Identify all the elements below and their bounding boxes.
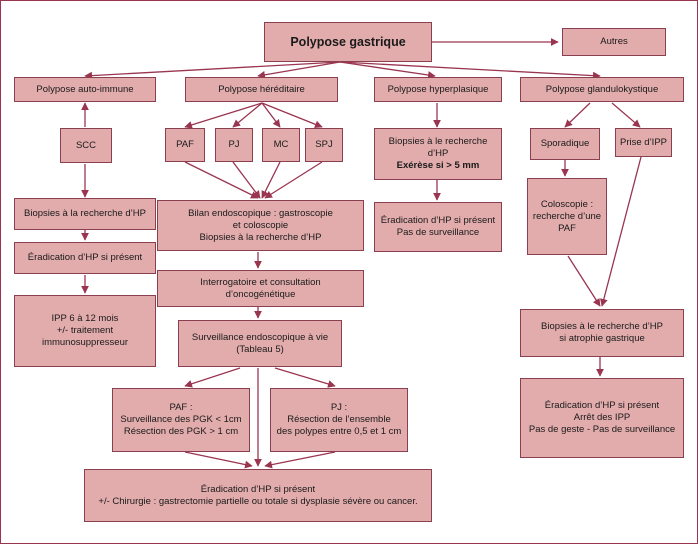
coloscopie-box: Coloscopie : recherche d’une PAF: [527, 178, 607, 255]
coloscopie-line-2: recherche d’une: [532, 210, 602, 222]
biopsies-glandulokystique-line-2: si atrophie gastrique: [559, 333, 645, 344]
paf-label: PAF: [176, 139, 194, 150]
paf-detail-box: PAF : Surveillance des PGK < 1cm Résecti…: [112, 388, 250, 452]
ipp-line-2: +/- traitement: [56, 325, 114, 336]
polypose-hereditaire-box: Polypose héréditaire: [185, 77, 338, 102]
interrogatoire-line-1: Interrogatoire et consultation: [200, 276, 321, 288]
prise-ipp-box: Prise d’IPP: [615, 128, 672, 157]
polypose-gastrique-box: Polypose gastrique: [264, 22, 432, 62]
autres-box: Autres: [562, 28, 666, 56]
eradication-auto-immune-box: Éradication d’HP si présent: [14, 242, 156, 274]
bilan-line-2: et coloscopie: [232, 219, 289, 231]
bilan-endoscopique-box: Bilan endoscopique : gastroscopie et col…: [157, 200, 364, 251]
ipp-line-3: immunosuppresseur: [41, 337, 129, 348]
eradication-hyperplasique-line-1: Éradication d’HP si présent: [380, 215, 496, 226]
autres-label: Autres: [600, 36, 628, 47]
spj-box: SPJ: [305, 128, 343, 162]
biopsies-hyperplasique-line-2: Exérèse si > 5 mm: [396, 160, 480, 171]
biopsies-auto-immune-label: Biopsies à la recherche d’HP: [24, 208, 146, 219]
scc-box: SCC: [60, 128, 112, 163]
polypose-glandulokystique-label: Polypose glandulokystique: [545, 83, 659, 95]
mc-label: MC: [273, 139, 289, 150]
eradication-glandulokystique-line-3: Pas de geste - Pas de surveillance: [528, 424, 676, 435]
pj-detail-line-1: PJ :: [330, 402, 348, 413]
paf-detail-line-1: PAF :: [169, 402, 193, 413]
spj-label: SPJ: [315, 139, 333, 150]
eradication-auto-immune-label: Éradication d’HP si présent: [27, 252, 143, 263]
biopsies-glandulokystique-line-1: Biopsies à le recherche d’HP: [541, 321, 663, 332]
biopsies-hyperplasique-line-1: Biopsies à le recherche d’HP: [388, 136, 488, 159]
prise-ipp-label: Prise d’IPP: [620, 136, 667, 148]
eradication-glandulokystique-box: Éradication d’HP si présent Arrêt des IP…: [520, 378, 684, 458]
eradication-hyperplasique-box: Éradication d’HP si présent Pas de surve…: [374, 202, 502, 252]
polypose-hyperplasique-label: Polypose hyperplasique: [387, 83, 489, 95]
mc-box: MC: [262, 128, 300, 162]
bilan-line-1: Bilan endoscopique : gastroscopie: [188, 207, 333, 219]
polypose-hereditaire-label: Polypose héréditaire: [218, 83, 305, 95]
ipp-treatment-box: IPP 6 à 12 mois +/- traitement immunosup…: [14, 295, 156, 367]
pj-detail-line-3: des polypes entre 0,5 et 1 cm: [276, 426, 402, 437]
final-eradication-box: Éradication d’HP si présent +/- Chirurgi…: [84, 469, 432, 522]
biopsies-hyperplasique-box: Biopsies à le recherche d’HP Exérèse si …: [374, 128, 502, 180]
paf-detail-line-3: Résection des PGK > 1 cm: [123, 426, 239, 437]
pj-detail-line-2: Résection de l’ensemble: [287, 414, 391, 425]
eradication-glandulokystique-line-1: Éradication d’HP si présent: [544, 400, 660, 411]
coloscopie-line-1: Coloscopie :: [540, 198, 594, 210]
sporadique-box: Sporadique: [530, 128, 600, 160]
polypose-hyperplasique-box: Polypose hyperplasique: [374, 77, 502, 102]
scc-label: SCC: [75, 139, 97, 151]
biopsies-auto-immune-box: Biopsies à la recherche d’HP: [14, 198, 156, 230]
eradication-hyperplasique-line-2: Pas de surveillance: [396, 227, 480, 238]
eradication-glandulokystique-line-2: Arrêt des IPP: [573, 412, 631, 423]
polypose-auto-immune-label: Polypose auto-immune: [36, 83, 134, 95]
ipp-line-1: IPP 6 à 12 mois: [51, 313, 119, 324]
coloscopie-line-3: PAF: [558, 222, 576, 234]
pj-label: PJ: [228, 139, 240, 150]
pj-box: PJ: [215, 128, 253, 162]
bilan-line-3: Biopsies à la recherche d’HP: [199, 231, 322, 243]
final-line-1: Éradication d’HP si présent: [200, 483, 316, 495]
paf-detail-line-2: Surveillance des PGK < 1cm: [120, 414, 242, 425]
biopsies-glandulokystique-box: Biopsies à le recherche d’HP si atrophie…: [520, 309, 684, 357]
sporadique-label: Sporadique: [540, 138, 590, 149]
polypose-gastrique-label: Polypose gastrique: [290, 35, 406, 49]
interrogatoire-box: Interrogatoire et consultation d’oncogén…: [157, 270, 364, 307]
polypose-auto-immune-box: Polypose auto-immune: [14, 77, 156, 102]
pj-detail-box: PJ : Résection de l’ensemble des polypes…: [270, 388, 408, 452]
final-line-2: +/- Chirurgie : gastrectomie partielle o…: [98, 495, 418, 507]
interrogatoire-line-2: d’oncogénétique: [225, 288, 296, 300]
paf-box: PAF: [165, 128, 205, 162]
surveillance-box: Surveillance endoscopique à vie (Tableau…: [178, 320, 342, 367]
polypose-glandulokystique-box: Polypose glandulokystique: [520, 77, 684, 102]
surveillance-line-2: (Tableau 5): [236, 343, 284, 355]
surveillance-line-1: Surveillance endoscopique à vie: [191, 331, 329, 343]
